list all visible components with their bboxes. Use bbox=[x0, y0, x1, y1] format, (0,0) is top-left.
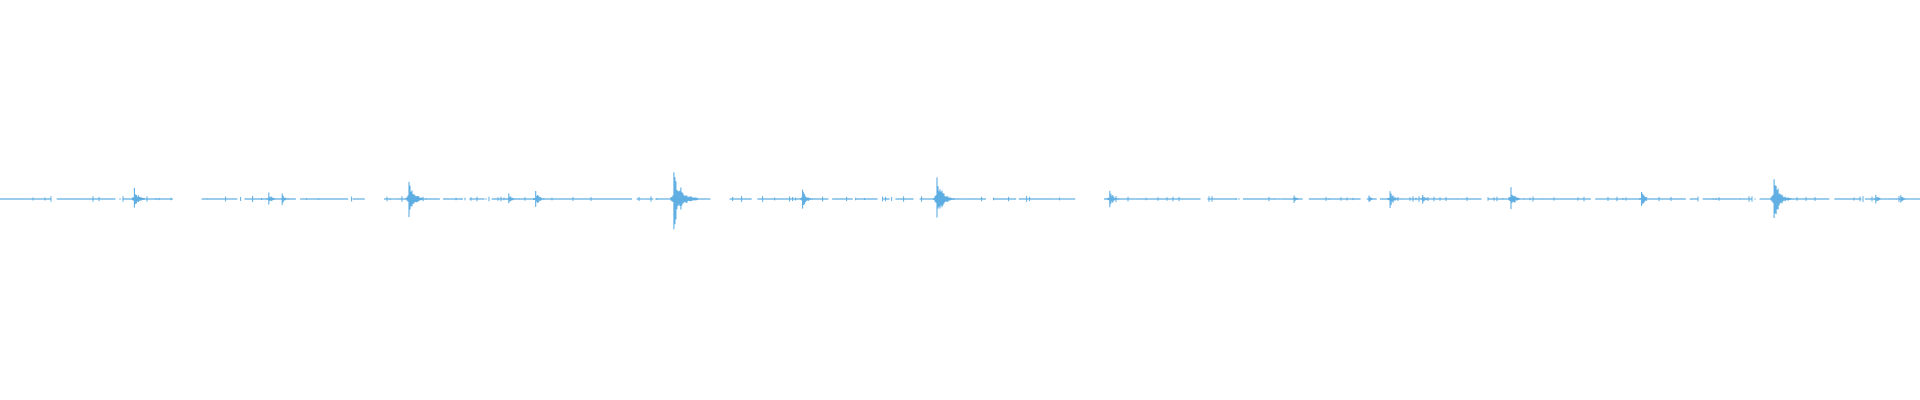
waveform-peak bbox=[279, 193, 290, 205]
waveform-peaks bbox=[131, 172, 1906, 230]
waveform-peak bbox=[1387, 191, 1398, 208]
waveform-peak bbox=[1106, 190, 1120, 208]
waveform-peak bbox=[1770, 179, 1793, 218]
waveform-peak bbox=[1292, 195, 1299, 203]
waveform-peak bbox=[1639, 192, 1651, 206]
waveform-peak bbox=[670, 172, 701, 230]
waveform-peak bbox=[533, 191, 545, 207]
waveform-peak bbox=[405, 181, 427, 218]
waveform-peak bbox=[1420, 194, 1428, 204]
waveform-peak bbox=[131, 187, 145, 208]
waveform-peak bbox=[1368, 195, 1373, 202]
waveform-peak bbox=[266, 192, 277, 205]
waveform-peak bbox=[1874, 194, 1881, 204]
waveform-peak bbox=[933, 177, 958, 218]
waveform-peak bbox=[800, 189, 814, 209]
waveform-peak bbox=[1899, 195, 1906, 203]
waveform-peak bbox=[1508, 187, 1522, 210]
waveform-peak bbox=[506, 193, 516, 204]
